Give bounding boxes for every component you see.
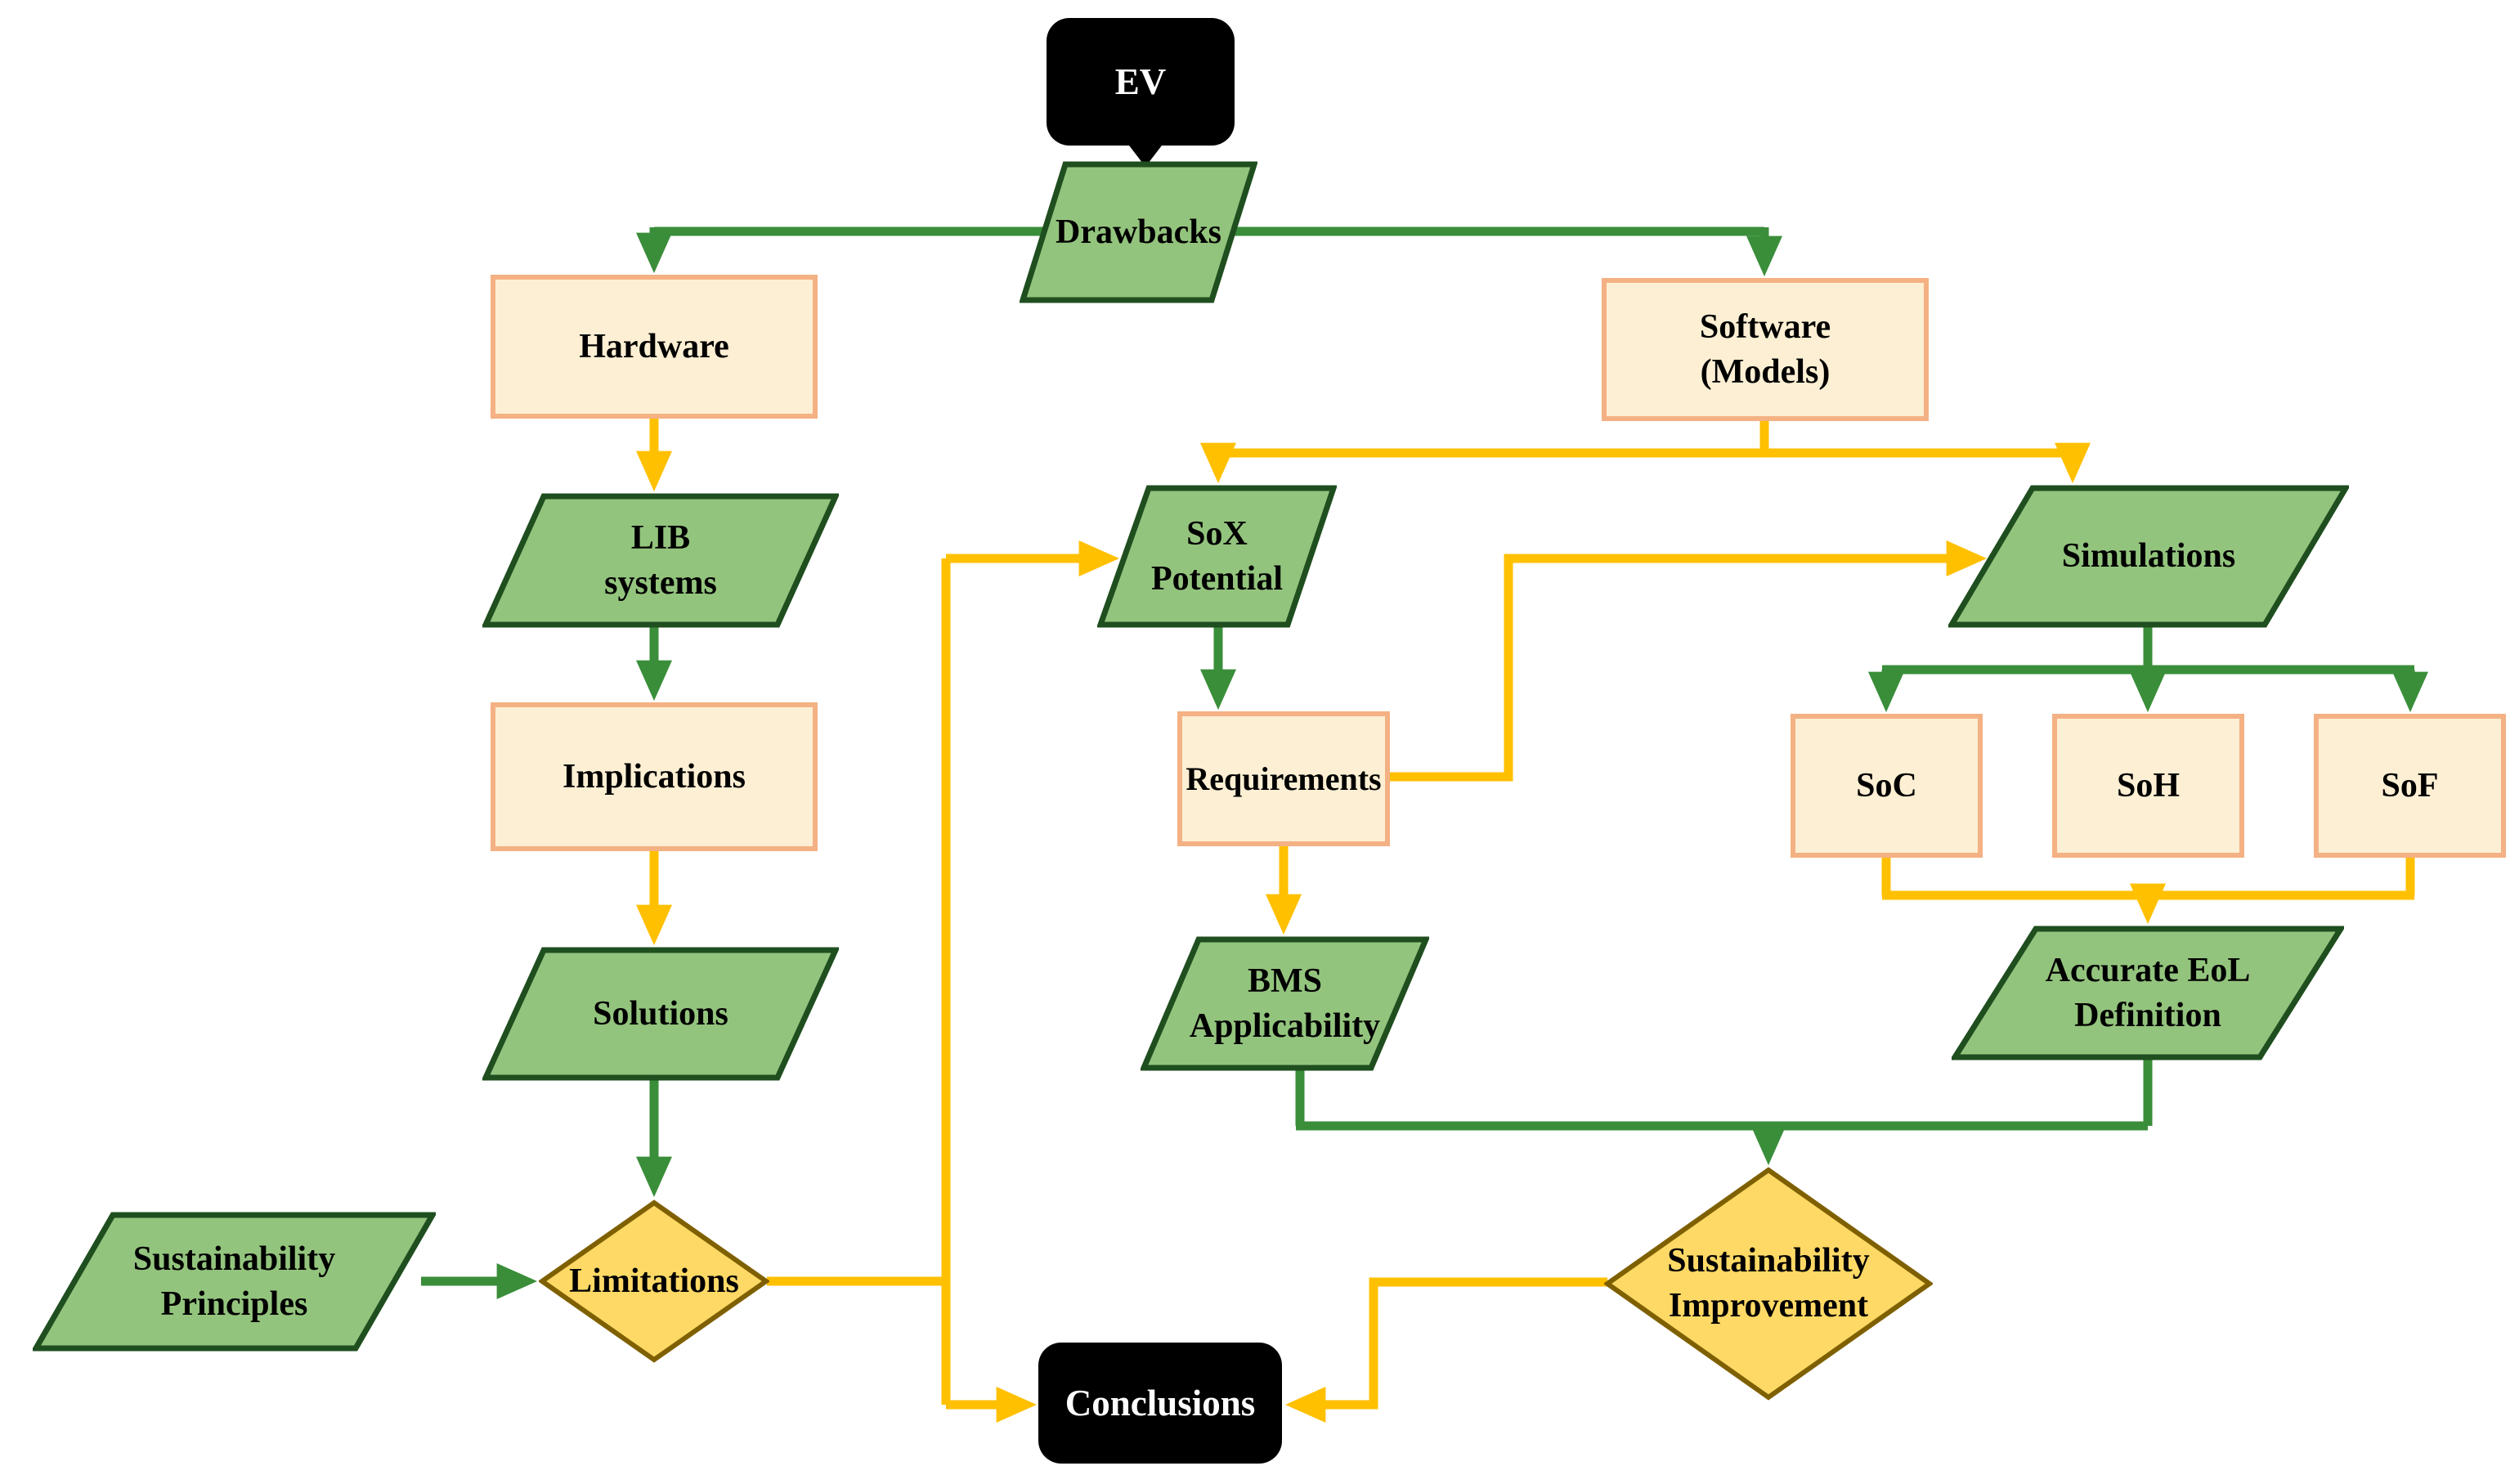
parallelogram-shape xyxy=(482,947,839,1081)
node-bms-applicability: BMS Applicability xyxy=(1141,936,1429,1071)
node-lib-systems-label: LIB systems xyxy=(604,518,717,602)
node-limitations-label: Limitations xyxy=(569,1262,739,1300)
node-sof: SoF xyxy=(2314,714,2506,858)
node-drawbacks: Drawbacks xyxy=(1020,161,1257,303)
parallelogram-shape xyxy=(1948,485,2349,628)
node-drawbacks-label: Drawbacks xyxy=(1055,213,1221,251)
parallelogram-shape xyxy=(482,493,839,628)
node-accurate-eol-definition: Accurate EoL Definition xyxy=(1952,926,2344,1060)
parallelogram-shape xyxy=(1952,926,2344,1060)
node-software-models: Software (Models) xyxy=(1602,278,1929,421)
node-sustainability-improvement-label: Sustainability Improvement xyxy=(1667,1242,1870,1325)
parallelogram-shape xyxy=(1020,161,1257,303)
parallelogram-shape xyxy=(1141,936,1429,1071)
node-implications: Implications xyxy=(491,702,818,851)
node-sox-potential: SoX Potential xyxy=(1097,485,1337,628)
node-ev: EV xyxy=(1047,18,1235,146)
node-conclusions: Conclusions xyxy=(1038,1343,1282,1464)
node-hardware: Hardware xyxy=(491,275,818,419)
node-hardware-label: Hardware xyxy=(579,327,729,365)
node-conclusions-label: Conclusions xyxy=(1065,1382,1256,1423)
node-soh-label: SoH xyxy=(2116,766,2181,805)
diamond-shape xyxy=(1604,1167,1933,1401)
node-sustainability-principles: Sustainability Principles xyxy=(33,1212,436,1352)
node-ev-label: EV xyxy=(1114,61,1167,102)
node-soc-label: SoC xyxy=(1856,766,1917,805)
node-software-models-label: Software (Models) xyxy=(1699,307,1831,391)
node-sustainability-improvement: Sustainability Improvement xyxy=(1604,1167,1933,1401)
node-sof-label: SoF xyxy=(2381,766,2439,805)
node-solutions-label: Solutions xyxy=(593,994,728,1033)
node-accurate-eol-definition-label: Accurate EoL Definition xyxy=(2045,951,2251,1034)
node-lib-systems: LIB systems xyxy=(482,493,839,628)
node-requirements-label: Requirements xyxy=(1186,760,1382,797)
node-sustainability-principles-label: Sustainability Principles xyxy=(132,1240,336,1323)
node-sox-potential-label: SoX Potential xyxy=(1151,514,1283,598)
node-soc: SoC xyxy=(1791,714,1983,858)
node-requirements: Requirements xyxy=(1177,711,1390,846)
node-solutions: Solutions xyxy=(482,947,839,1081)
ev-callout-pointer xyxy=(1127,142,1164,167)
node-bms-applicability-label: BMS Applicability xyxy=(1189,962,1381,1045)
node-simulations-label: Simulations xyxy=(2061,537,2236,576)
parallelogram-shape xyxy=(1097,485,1337,628)
node-implications-label: Implications xyxy=(562,757,746,796)
yellow-connectors xyxy=(636,415,2415,1423)
parallelogram-shape xyxy=(33,1212,436,1352)
node-simulations: Simulations xyxy=(1948,485,2349,628)
node-soh: SoH xyxy=(2052,714,2244,858)
node-limitations: Limitations xyxy=(539,1199,769,1363)
diamond-shape xyxy=(539,1199,769,1363)
